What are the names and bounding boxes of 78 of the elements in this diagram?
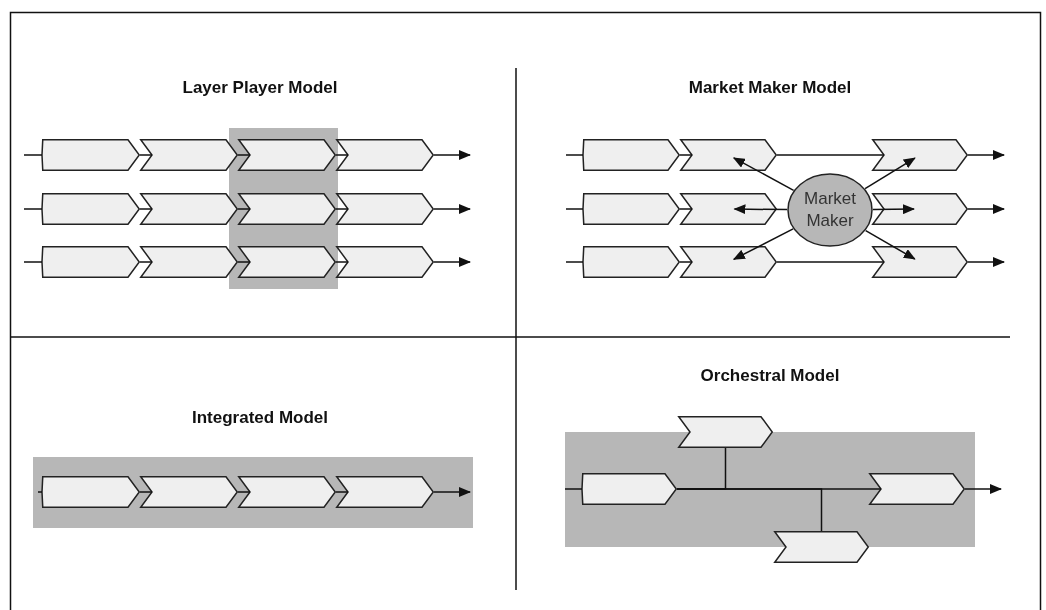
connector-line [37,491,43,493]
connector-line [335,491,349,493]
chevron-shape [238,246,336,278]
arrow [964,484,1002,494]
connector-line [679,208,693,210]
chevron-shape [680,139,777,171]
connector-line [23,261,43,263]
chevron-shape [678,416,773,448]
connector-line [679,154,693,156]
chevron-shape [140,193,238,225]
arrow [733,204,788,215]
chevron-shape [680,193,777,225]
connector-line [679,261,693,263]
connector-line [237,491,251,493]
chevron-shape [872,139,968,171]
chevron-shape [42,193,140,225]
chevron-shape [680,246,777,278]
arrow [864,157,916,190]
arrow [967,150,1005,160]
panel-title: Orchestral Model [700,366,840,386]
connector-line [335,261,349,263]
connector-line [776,154,885,156]
chevron-shape [336,139,434,171]
chevron-shape [336,476,434,508]
arrow [433,150,471,160]
chevron-shape [583,139,680,171]
ellipse-node [787,173,873,247]
arrow [433,204,471,214]
arrow [967,257,1005,267]
connector-line [23,208,43,210]
panel-title: Market Maker Model [688,78,852,98]
chevron-shape [872,246,968,278]
connector-line [565,261,584,263]
chevron-shape [872,193,968,225]
chevron-shape [140,139,238,171]
panel-title: Layer Player Model [182,78,338,98]
arrow [433,257,471,267]
chevron-shape [42,139,140,171]
chevron-shape [42,476,140,508]
chevron-shape [238,139,336,171]
chevron-shape [774,531,869,563]
arrow [732,157,795,192]
connector-line [565,208,584,210]
highlight-band [229,128,338,289]
connector-line [139,261,153,263]
arrow [864,229,916,260]
connector-line [237,154,251,156]
node-label: Market Maker [803,188,857,232]
connector-line [139,491,153,493]
chevron-shape [582,473,677,505]
connector-line [676,488,882,490]
connector-line [237,261,251,263]
highlight-band [565,432,975,547]
chevron-shape [140,246,238,278]
arrow [967,204,1005,214]
chevron-shape [42,246,140,278]
arrow [433,487,471,497]
connector-line [335,208,349,210]
chevron-shape [336,246,434,278]
chevron-shape [583,246,680,278]
highlight-band [33,457,473,528]
panel-title: Integrated Model [192,408,328,428]
chevron-shape [238,476,336,508]
connector-line [335,154,349,156]
chevron-shape [140,476,238,508]
connector-line [565,154,584,156]
chevron-shape [583,193,680,225]
connector-line [776,261,885,263]
arrow [732,228,794,261]
connector-line [23,154,43,156]
chevron-shape [336,193,434,225]
connector-line [237,208,251,210]
connector-line [139,154,153,156]
connector-line [139,208,153,210]
connector-line [564,488,583,490]
chevron-shape [869,473,965,505]
chevron-shape [238,193,336,225]
arrow [872,204,915,215]
